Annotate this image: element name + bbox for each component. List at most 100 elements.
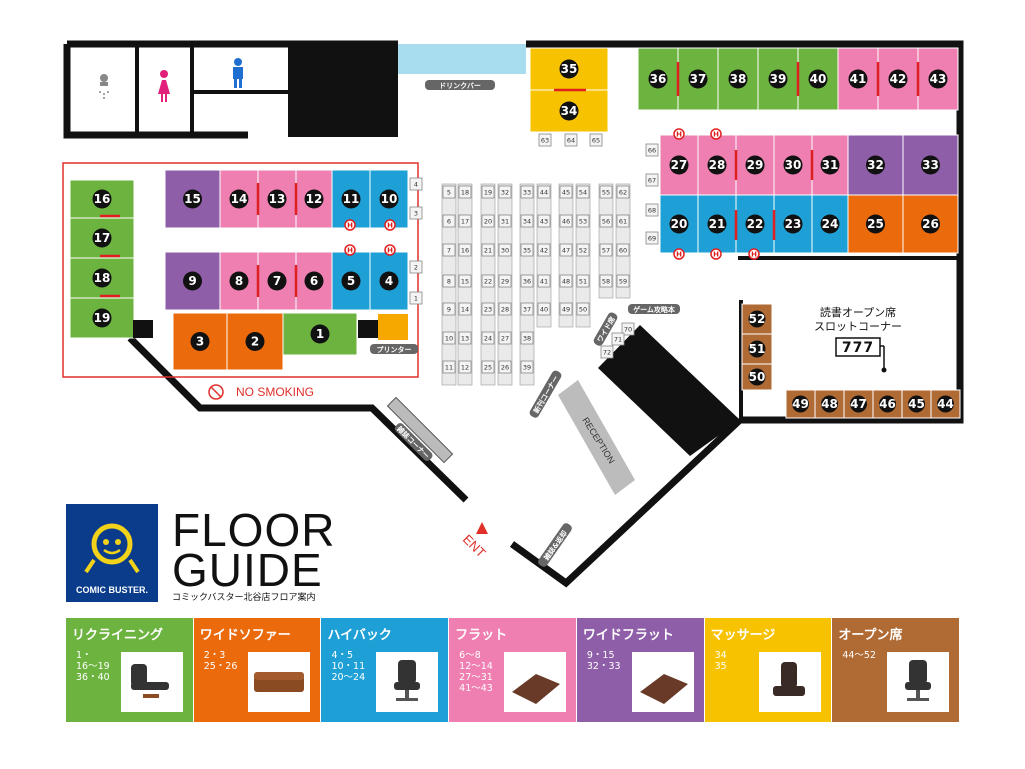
shelf-number: 43 <box>540 217 548 225</box>
booth-27[interactable]: 27 <box>659 134 699 196</box>
shelf-21: 21 <box>481 243 495 257</box>
hygiene-label: H <box>387 222 393 230</box>
booth-number: 26 <box>922 217 939 231</box>
booth-13[interactable]: 13 <box>257 169 297 229</box>
booth-3[interactable]: 3 <box>172 312 228 371</box>
booth-42[interactable]: 42 <box>877 47 919 111</box>
booth-35[interactable]: 35 <box>529 47 609 91</box>
shelf-4: 4 <box>409 177 423 191</box>
booth-51[interactable]: 51 <box>741 333 773 365</box>
booth-number: 25 <box>867 217 884 231</box>
booth-23[interactable]: 23 <box>773 194 813 254</box>
booth-48[interactable]: 48 <box>814 389 845 419</box>
booth-number: 8 <box>235 274 243 288</box>
booth-19[interactable]: 19 <box>69 297 135 339</box>
booth-17[interactable]: 17 <box>69 217 135 259</box>
shelf-52: 52 <box>576 243 590 257</box>
booth-41[interactable]: 41 <box>837 47 879 111</box>
booth-5[interactable]: 5 <box>331 251 371 311</box>
booth-36[interactable]: 36 <box>637 47 679 111</box>
booth-26[interactable]: 26 <box>902 194 959 254</box>
massage-chair-icon <box>759 652 822 712</box>
booth-29[interactable]: 29 <box>735 134 775 196</box>
booth-50[interactable]: 50 <box>741 363 773 391</box>
shelf-59: 59 <box>616 274 630 288</box>
booth-46[interactable]: 46 <box>872 389 903 419</box>
black-pillar <box>288 44 398 137</box>
booth-12[interactable]: 12 <box>295 169 333 229</box>
booth-34[interactable]: 34 <box>529 89 609 133</box>
booth-15[interactable]: 15 <box>164 169 221 229</box>
booth-16[interactable]: 16 <box>69 179 135 219</box>
slot-machine-icon: 777 <box>835 337 887 373</box>
shelf-11: 11 <box>442 360 456 374</box>
shelf-15: 15 <box>458 274 472 288</box>
shelf-43: 43 <box>537 214 551 228</box>
booth-44[interactable]: 44 <box>930 389 961 419</box>
shelf-19: 19 <box>481 185 495 199</box>
booth-20[interactable]: 20 <box>659 194 699 254</box>
booth-number: 20 <box>671 217 688 231</box>
shelf-28: 28 <box>498 302 512 316</box>
booth-13-marker <box>267 189 287 209</box>
shelf-number: 17 <box>461 217 469 225</box>
booth-21[interactable]: 21 <box>697 194 737 254</box>
booth-25[interactable]: 25 <box>847 194 904 254</box>
shelf-38: 38 <box>520 331 534 345</box>
booth-47[interactable]: 47 <box>843 389 874 419</box>
booth-9[interactable]: 9 <box>164 251 221 311</box>
booth-number: 17 <box>94 231 111 245</box>
booth-18[interactable]: 18 <box>69 257 135 299</box>
mascot-icon <box>84 523 140 574</box>
shelf-number: 53 <box>579 217 587 225</box>
booth-49[interactable]: 49 <box>785 389 816 419</box>
booth-6[interactable]: 6 <box>295 251 333 311</box>
booth-35-marker <box>559 59 579 79</box>
booth-14[interactable]: 14 <box>219 169 259 229</box>
booth-30[interactable]: 30 <box>773 134 813 196</box>
booth-10[interactable]: 10 <box>369 169 409 229</box>
shelf-number: 30 <box>501 246 509 254</box>
booth-1[interactable]: 1 <box>282 312 358 356</box>
booth-37[interactable]: 37 <box>677 47 719 111</box>
booth-31[interactable]: 31 <box>811 134 849 196</box>
shelf-13: 13 <box>458 331 472 345</box>
shelf-number: 38 <box>523 334 531 342</box>
booth-38[interactable]: 38 <box>717 47 759 111</box>
shelf-number: 44 <box>540 188 548 196</box>
booth-52[interactable]: 52 <box>741 303 773 335</box>
booth-39[interactable]: 39 <box>757 47 799 111</box>
booth-7[interactable]: 7 <box>257 251 297 311</box>
booth-30-marker <box>783 155 803 175</box>
booth-22[interactable]: 22 <box>735 194 775 254</box>
booth-8[interactable]: 8 <box>219 251 259 311</box>
shelf-number: 72 <box>603 348 611 356</box>
booth-32[interactable]: 32 <box>847 134 904 196</box>
booth-number: 34 <box>561 104 578 118</box>
hygiene-label: H <box>676 131 682 139</box>
booth-40[interactable]: 40 <box>797 47 839 111</box>
hygiene-marker: H <box>673 128 685 140</box>
booth-number: 47 <box>850 397 867 411</box>
booth-15-area <box>164 169 221 229</box>
office-chair-icon <box>887 652 950 712</box>
booth-11[interactable]: 11 <box>331 169 371 229</box>
booth-4[interactable]: 4 <box>369 251 409 311</box>
booth-31-marker <box>820 155 840 175</box>
booth-2[interactable]: 2 <box>226 312 284 371</box>
booth-45[interactable]: 45 <box>901 389 932 419</box>
printer[interactable] <box>378 314 408 340</box>
booth-43[interactable]: 43 <box>917 47 959 111</box>
shelf-57: 57 <box>599 243 613 257</box>
booth-33[interactable]: 33 <box>902 134 959 196</box>
booth-24[interactable]: 24 <box>811 194 849 254</box>
shelf-51: 51 <box>576 274 590 288</box>
booth-28[interactable]: 28 <box>697 134 737 196</box>
shelf-33: 33 <box>520 185 534 199</box>
shelf-6: 6 <box>442 214 456 228</box>
shelf-50: 50 <box>576 302 590 316</box>
shelf-number: 48 <box>562 277 570 285</box>
